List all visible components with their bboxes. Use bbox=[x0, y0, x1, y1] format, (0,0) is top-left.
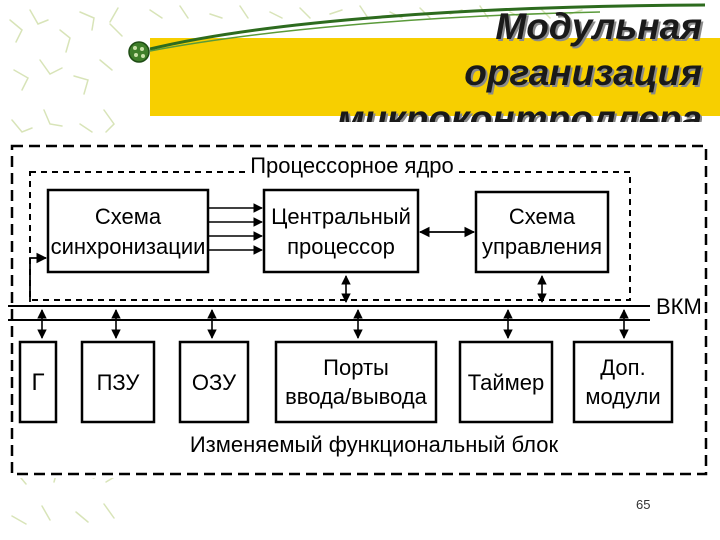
generator-block: Г bbox=[18, 340, 58, 424]
slide-title: Модульная организация микроконтроллера bbox=[262, 4, 702, 122]
io-ports-label-2: ввода/вывода bbox=[285, 384, 428, 409]
sync-label-1: Схема bbox=[95, 204, 162, 229]
variable-block-label: Изменяемый функциональный блок bbox=[190, 432, 559, 457]
generator-feedback-link bbox=[29, 252, 48, 302]
ram-block: ОЗУ bbox=[178, 340, 250, 424]
bead-icon bbox=[128, 41, 150, 63]
sync-to-cpu-arrows bbox=[208, 203, 263, 255]
io-ports-label-1: Порты bbox=[323, 355, 389, 380]
block-diagram: Процессорное ядро Схема синхронизации Це… bbox=[8, 144, 708, 476]
generator-label: Г bbox=[32, 369, 45, 396]
control-label-2: управления bbox=[482, 234, 602, 259]
sync-label-2: синхронизации bbox=[51, 234, 206, 259]
rom-label: ПЗУ bbox=[97, 370, 141, 395]
cpu-label-1: Центральный bbox=[271, 204, 411, 229]
ram-label: ОЗУ bbox=[192, 370, 237, 395]
cpu-label-2: процессор bbox=[287, 234, 395, 259]
swoosh-decoration bbox=[128, 3, 706, 63]
control-block: Схема управления bbox=[474, 190, 610, 274]
title-line-1: Модульная bbox=[495, 6, 702, 47]
outer-dashed-frame bbox=[10, 144, 708, 476]
extra-modules-label-1: Доп. bbox=[600, 355, 645, 380]
rom-block: ПЗУ bbox=[80, 340, 156, 424]
page-number: 65 bbox=[636, 497, 651, 512]
module-bus-links bbox=[37, 309, 629, 339]
sync-block: Схема синхронизации bbox=[46, 188, 210, 274]
extra-modules-block: Доп. модули bbox=[572, 340, 674, 424]
core-label: Процессорное ядро bbox=[250, 153, 454, 178]
io-ports-block: Порты ввода/вывода bbox=[274, 340, 438, 424]
timer-label: Таймер bbox=[468, 370, 545, 395]
title-band bbox=[150, 38, 720, 116]
core-bus-links bbox=[341, 275, 547, 303]
title-line-2: организация bbox=[464, 52, 702, 93]
control-label-1: Схема bbox=[509, 204, 576, 229]
extra-modules-label-2: модули bbox=[585, 384, 660, 409]
diagram: Процессорное ядро Схема синхронизации Це… bbox=[0, 140, 720, 478]
title-line-3: микроконтроллера bbox=[336, 98, 702, 122]
timer-block: Таймер bbox=[458, 340, 554, 424]
bus-label: ВКМ bbox=[656, 294, 702, 319]
cpu-block: Центральный процессор bbox=[262, 188, 420, 274]
